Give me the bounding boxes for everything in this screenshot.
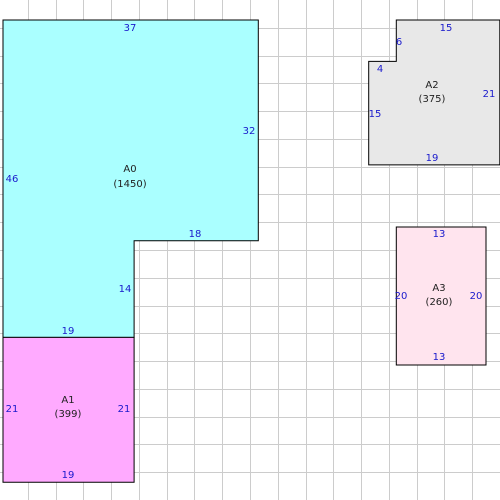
region-a3-dim-top: 13 <box>433 229 446 240</box>
region-a2-shape <box>368 19 500 166</box>
region-a3-dim-left: 20 <box>395 291 408 302</box>
region-a2-name: A2 <box>425 80 438 91</box>
region-a0-dim-step: 18 <box>189 229 202 240</box>
region-a0-area: (1450) <box>113 179 146 190</box>
region-a3-name: A3 <box>432 283 445 294</box>
region-a3-dim-right: 20 <box>470 291 483 302</box>
region-a3-dim-bottom: 13 <box>433 352 446 363</box>
region-a2-dim-notch-vertical: 6 <box>396 37 402 48</box>
region-a0-dim-right-upper: 32 <box>243 126 256 137</box>
region-a1-area: (399) <box>55 409 82 420</box>
region-a0-dim-bottom: 19 <box>62 326 75 337</box>
region-a1-name: A1 <box>61 395 74 406</box>
region-a0: A0 (1450) 37 32 18 14 19 46 <box>2 19 259 338</box>
region-a3-shape <box>395 226 487 366</box>
region-a2-dim-top: 15 <box>440 23 453 34</box>
region-a3-area: (260) <box>426 297 453 308</box>
region-a0-dim-right-lower: 14 <box>119 284 132 295</box>
region-a2-area: (375) <box>419 94 446 105</box>
region-a2-dim-notch-horizontal: 4 <box>377 64 383 75</box>
region-a2-dim-right: 21 <box>483 89 496 100</box>
region-a0-dim-left: 46 <box>6 174 19 185</box>
region-a2-dim-bottom: 19 <box>426 153 439 164</box>
region-a0-dim-top: 37 <box>124 23 137 34</box>
region-a2-dim-left: 15 <box>369 109 382 120</box>
region-a1-dim-right: 21 <box>118 404 131 415</box>
region-a1-shape <box>2 336 135 483</box>
region-a0-name: A0 <box>123 164 136 175</box>
region-a1: A1 (399) 21 21 19 <box>2 336 135 483</box>
region-a1-dim-bottom: 19 <box>62 470 75 481</box>
region-a1-dim-left: 21 <box>6 404 19 415</box>
region-a3: A3 (260) 13 20 20 13 <box>395 226 487 366</box>
region-a2: A2 (375) 15 6 4 15 21 19 <box>368 19 500 166</box>
